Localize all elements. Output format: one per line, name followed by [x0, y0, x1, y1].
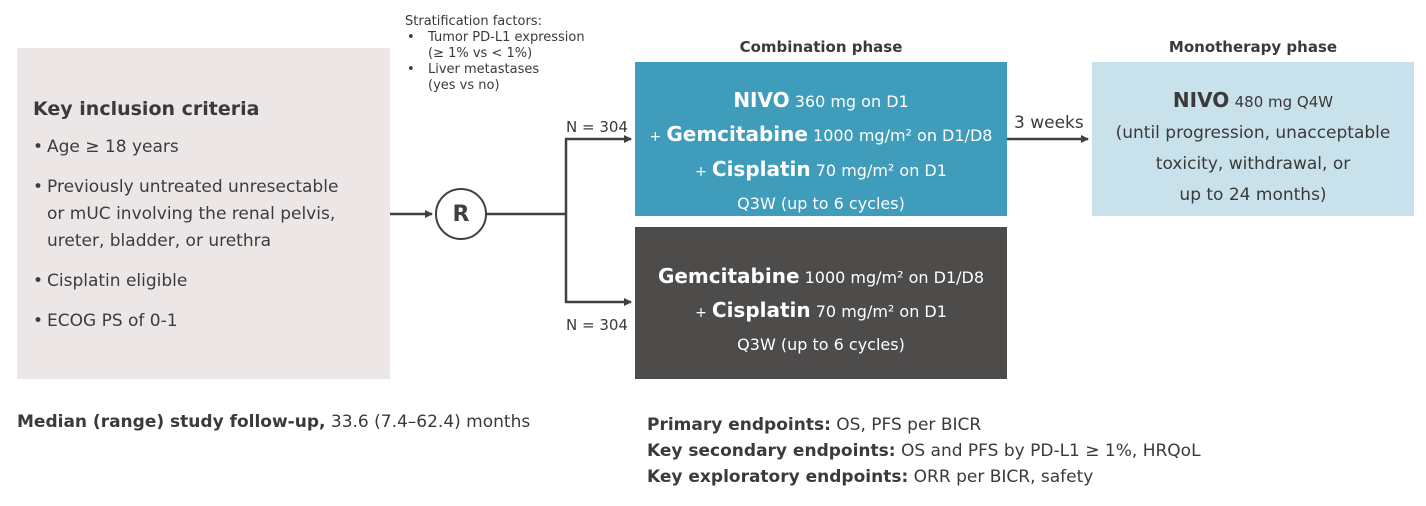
stratification-title: Stratification factors:: [405, 14, 542, 29]
endpoints-list: Primary endpoints: OS, PFS per BICR Key …: [647, 412, 1201, 490]
inclusion-criteria-box: Key inclusion criteria • Age ≥ 18 years …: [17, 48, 390, 379]
arm-n-bottom: N = 304: [566, 316, 628, 334]
control-gemcitabine-line: Gemcitabine 1000 mg/m² on D1/D8: [657, 264, 985, 288]
endpoint-primary: Primary endpoints: OS, PFS per BICR: [647, 415, 982, 435]
combination-gemcitabine-line: + Gemcitabine 1000 mg/m² on D1/D8: [649, 122, 993, 146]
combination-nivo-line: NIVO 360 mg on D1: [733, 88, 909, 112]
control-schedule: Q3W (up to 6 cycles): [737, 335, 905, 354]
endpoint-exploratory: Key exploratory endpoints: ORR per BICR,…: [647, 467, 1094, 487]
monotherapy-detail-line: (until progression, unacceptable: [1115, 123, 1391, 143]
endpoint-secondary: Key secondary endpoints: OS and PFS by P…: [647, 441, 1201, 461]
inclusion-item: • Age ≥ 18 years: [33, 137, 179, 157]
stratification-item-detail: (yes vs no): [428, 78, 500, 93]
study-follow-up: Median (range) study follow-up, 33.6 (7.…: [17, 412, 531, 432]
stratification-item-detail: (≥ 1% vs < 1%): [428, 46, 533, 61]
stratification-factors: Stratification factors: • Tumor PD-L1 ex…: [405, 14, 585, 94]
monotherapy-phase-title: Monotherapy phase: [1168, 38, 1338, 56]
monotherapy-detail-line: up to 24 months): [1179, 185, 1327, 205]
monotherapy-nivo-line: NIVO 480 mg Q4W: [1172, 88, 1334, 112]
arm-n-top: N = 304: [566, 118, 628, 136]
stratification-item: • Tumor PD-L1 expression: [407, 30, 585, 45]
combination-cisplatin-line: + Cisplatin 70 mg/m² on D1: [695, 157, 947, 181]
combination-phase-title: Combination phase: [739, 38, 903, 56]
control-arm-box: Gemcitabine 1000 mg/m² on D1/D8 + Cispla…: [635, 227, 1007, 379]
stratification-item: • Liver metastases: [407, 62, 540, 77]
inclusion-item: • Previously untreated unresectable or m…: [33, 177, 339, 251]
inclusion-title: Key inclusion criteria: [33, 98, 260, 120]
inclusion-item: • Cisplatin eligible: [33, 271, 188, 291]
randomization-node: R: [435, 188, 487, 240]
transition-label: 3 weeks: [1014, 113, 1084, 133]
combination-schedule: Q3W (up to 6 cycles): [737, 194, 905, 213]
inclusion-item: • ECOG PS of 0-1: [33, 311, 178, 331]
monotherapy-box: NIVO 480 mg Q4W (until progression, unac…: [1092, 62, 1414, 216]
monotherapy-detail-line: toxicity, withdrawal, or: [1155, 154, 1351, 174]
control-cisplatin-line: + Cisplatin 70 mg/m² on D1: [695, 298, 947, 322]
combination-arm-box: NIVO 360 mg on D1 + Gemcitabine 1000 mg/…: [635, 62, 1007, 216]
